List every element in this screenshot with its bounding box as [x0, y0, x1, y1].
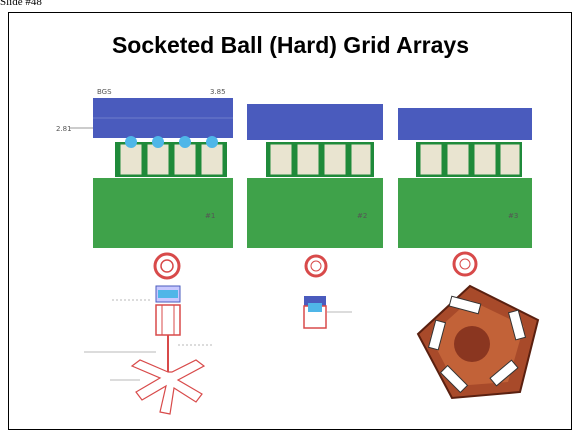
cross-section-panel-3: #3 — [398, 108, 532, 248]
socket-contacts — [269, 143, 372, 176]
dimension-side-left: 2.81 — [56, 125, 72, 133]
panel-2-label: #2 — [357, 212, 367, 220]
package-body — [398, 108, 532, 140]
cross-section-panel-1: BGS 3.85 2.81 #1 — [56, 88, 233, 248]
dimension-top-left: BGS — [97, 88, 112, 96]
middle-detail-drawing — [303, 254, 352, 329]
right-ring-drawing — [452, 251, 478, 277]
circuit-board — [398, 178, 532, 248]
dimension-top-right: 3.85 — [210, 88, 226, 96]
contact-detail-drawing — [84, 252, 212, 415]
socket-contacts — [419, 143, 521, 176]
slide-title: Socketed Ball (Hard) Grid Arrays — [111, 32, 470, 58]
slide-number: Slide #48 — [0, 0, 42, 8]
panel-1-label: #1 — [205, 212, 215, 220]
package-body — [247, 104, 383, 140]
socket-contacts — [119, 136, 224, 176]
cross-section-panel-2: #2 — [247, 104, 383, 248]
panel-3-label: #3 — [508, 212, 518, 220]
circuit-board — [93, 178, 233, 248]
pentagon-contact-photo — [416, 284, 540, 400]
circuit-board — [247, 178, 383, 248]
